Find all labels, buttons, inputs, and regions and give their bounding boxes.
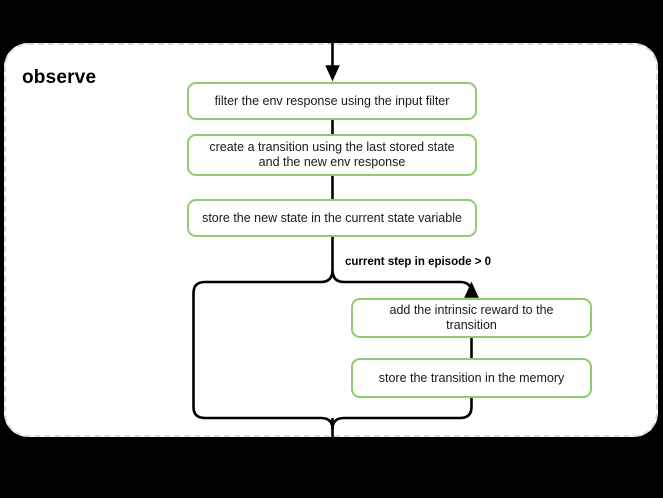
edge-label-branch-condition: current step in episode > 0: [345, 256, 492, 268]
node-add-intrinsic-reward[interactable]: add the intrinsic reward to the transiti…: [351, 298, 592, 338]
node-filter-env-response[interactable]: filter the env response using the input …: [187, 82, 477, 120]
node-create-transition[interactable]: create a transition using the last store…: [187, 134, 477, 176]
node-store-transition-memory[interactable]: store the transition in the memory: [351, 358, 592, 398]
group-title-observe: observe: [22, 67, 97, 88]
node-store-new-state[interactable]: store the new state in the current state…: [187, 199, 477, 237]
